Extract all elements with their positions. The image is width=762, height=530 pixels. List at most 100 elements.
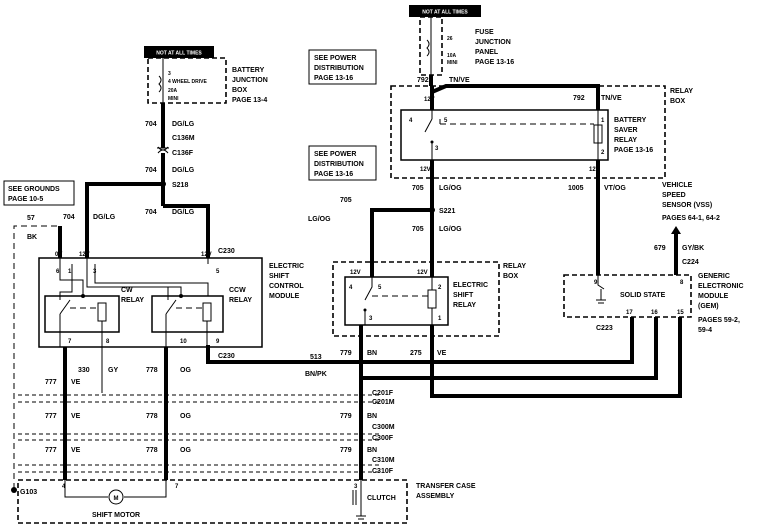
- svg-text:792: 792: [573, 95, 585, 102]
- svg-text:OG: OG: [180, 413, 191, 420]
- svg-text:VEHICLE: VEHICLE: [662, 182, 693, 189]
- svg-text:3: 3: [435, 146, 439, 152]
- relay-box-mid: RELAY BOX ELECTRIC SHIFT RELAY 12V 12V 4…: [332, 261, 526, 337]
- svg-text:C136F: C136F: [172, 150, 194, 157]
- svg-text:4: 4: [62, 484, 66, 490]
- svg-text:4: 4: [349, 285, 353, 291]
- svg-text:GENERIC: GENERIC: [698, 273, 730, 280]
- ground-wire-57: [11, 225, 62, 493]
- svg-text:ASSEMBLY: ASSEMBLY: [416, 493, 455, 500]
- svg-text:MODULE: MODULE: [698, 293, 729, 300]
- svg-text:TN/VE: TN/VE: [449, 77, 470, 84]
- svg-text:PAGE 13-16: PAGE 13-16: [475, 59, 514, 66]
- svg-text:ELECTRONIC: ELECTRONIC: [698, 283, 744, 290]
- svg-text:FUSE: FUSE: [475, 29, 494, 36]
- svg-text:8: 8: [106, 339, 110, 345]
- svg-text:DG/LG: DG/LG: [172, 167, 195, 174]
- power-distribution-note-top: SEE POWER DISTRIBUTION PAGE 13-16: [308, 49, 377, 85]
- svg-text:CW: CW: [121, 287, 133, 294]
- svg-text:330: 330: [78, 367, 90, 374]
- svg-text:CLUTCH: CLUTCH: [367, 495, 396, 502]
- svg-text:778: 778: [146, 413, 158, 420]
- svg-text:705: 705: [412, 185, 424, 192]
- svg-text:GY: GY: [108, 367, 118, 374]
- lower-harness: [18, 325, 434, 480]
- svg-text:0V: 0V: [55, 252, 62, 258]
- svg-text:SENSOR (VSS): SENSOR (VSS): [662, 202, 712, 209]
- svg-text:DG/LG: DG/LG: [172, 121, 195, 128]
- svg-text:5: 5: [444, 118, 448, 124]
- electric-shift-control-module: ELECTRIC SHIFT CONTROL MODULE 0V 12V 12V…: [38, 248, 304, 348]
- svg-text:5: 5: [216, 269, 220, 275]
- svg-text:GY/BK: GY/BK: [682, 245, 704, 252]
- svg-text:BOX: BOX: [503, 273, 519, 280]
- svg-text:12V: 12V: [424, 97, 435, 103]
- svg-text:16: 16: [651, 310, 658, 316]
- svg-text:679: 679: [654, 245, 666, 252]
- svg-text:RELAY: RELAY: [121, 297, 144, 304]
- gem-module: SOLID STATE 9 8 17 16 15 GENERIC ELECTRO…: [563, 273, 744, 334]
- svg-text:12V: 12V: [589, 167, 600, 173]
- wire-704-trunk: [85, 103, 210, 258]
- svg-text:SOLID STATE: SOLID STATE: [620, 292, 666, 299]
- svg-text:RELAY: RELAY: [503, 263, 526, 270]
- svg-text:BN: BN: [367, 350, 377, 357]
- svg-text:VE: VE: [71, 379, 81, 386]
- svg-text:1: 1: [438, 316, 442, 322]
- svg-text:1: 1: [601, 118, 605, 124]
- wire-792: [429, 75, 600, 110]
- svg-text:DG/LG: DG/LG: [172, 209, 195, 216]
- svg-text:9: 9: [216, 339, 220, 345]
- svg-text:BN/PK: BN/PK: [305, 371, 327, 378]
- svg-text:705: 705: [412, 226, 424, 233]
- svg-text:704: 704: [145, 121, 157, 128]
- svg-text:57: 57: [27, 215, 35, 222]
- svg-text:BK: BK: [27, 234, 37, 241]
- grounds-note: SEE GROUNDS PAGE 10-5: [3, 180, 75, 206]
- svg-text:7: 7: [175, 484, 179, 490]
- svg-text:S218: S218: [172, 182, 188, 189]
- svg-text:LG/OG: LG/OG: [308, 216, 331, 223]
- svg-text:704: 704: [145, 167, 157, 174]
- svg-text:C230: C230: [218, 353, 235, 360]
- svg-text:777: 777: [45, 379, 57, 386]
- vss-sensor: VEHICLE SPEED SENSOR (VSS) PAGES 64-1, 6…: [662, 182, 720, 275]
- svg-text:PAGE 13-16: PAGE 13-16: [314, 171, 353, 178]
- svg-text:8: 8: [680, 280, 684, 286]
- svg-text:LG/OG: LG/OG: [439, 185, 462, 192]
- svg-text:VE: VE: [71, 447, 81, 454]
- svg-text:12V: 12V: [350, 270, 361, 276]
- svg-text:SHIFT: SHIFT: [269, 273, 290, 280]
- svg-text:OG: OG: [180, 447, 191, 454]
- svg-text:9: 9: [594, 280, 598, 286]
- svg-text:12V: 12V: [201, 252, 212, 258]
- svg-text:VT/OG: VT/OG: [604, 185, 626, 192]
- svg-text:PANEL: PANEL: [475, 49, 499, 56]
- svg-text:777: 777: [45, 413, 57, 420]
- svg-text:MODULE: MODULE: [269, 293, 300, 300]
- svg-text:704: 704: [145, 209, 157, 216]
- svg-text:OG: OG: [180, 367, 191, 374]
- svg-text:MINI: MINI: [447, 60, 458, 66]
- svg-text:DG/LG: DG/LG: [93, 214, 116, 221]
- svg-text:C136M: C136M: [172, 135, 195, 142]
- svg-text:S221: S221: [439, 208, 455, 215]
- svg-text:M: M: [114, 496, 119, 502]
- svg-text:BN: BN: [367, 413, 377, 420]
- svg-text:SPEED: SPEED: [662, 192, 686, 199]
- svg-text:RELAY: RELAY: [453, 302, 476, 309]
- svg-text:C224: C224: [682, 259, 699, 266]
- svg-text:C310M: C310M: [372, 457, 395, 464]
- svg-text:SHIFT MOTOR: SHIFT MOTOR: [92, 512, 140, 519]
- svg-text:C223: C223: [596, 325, 613, 332]
- svg-text:778: 778: [146, 447, 158, 454]
- svg-text:6: 6: [56, 269, 60, 275]
- svg-text:2: 2: [601, 150, 605, 156]
- svg-text:TRANSFER CASE: TRANSFER CASE: [416, 483, 476, 490]
- svg-text:7: 7: [68, 339, 72, 345]
- svg-text:778: 778: [146, 367, 158, 374]
- power-distribution-note-mid: SEE POWER DISTRIBUTION PAGE 13-16: [308, 145, 377, 181]
- svg-text:PAGE 13-16: PAGE 13-16: [614, 147, 653, 154]
- svg-text:RELAY: RELAY: [670, 88, 693, 95]
- svg-text:PAGES 59-2,: PAGES 59-2,: [698, 317, 740, 324]
